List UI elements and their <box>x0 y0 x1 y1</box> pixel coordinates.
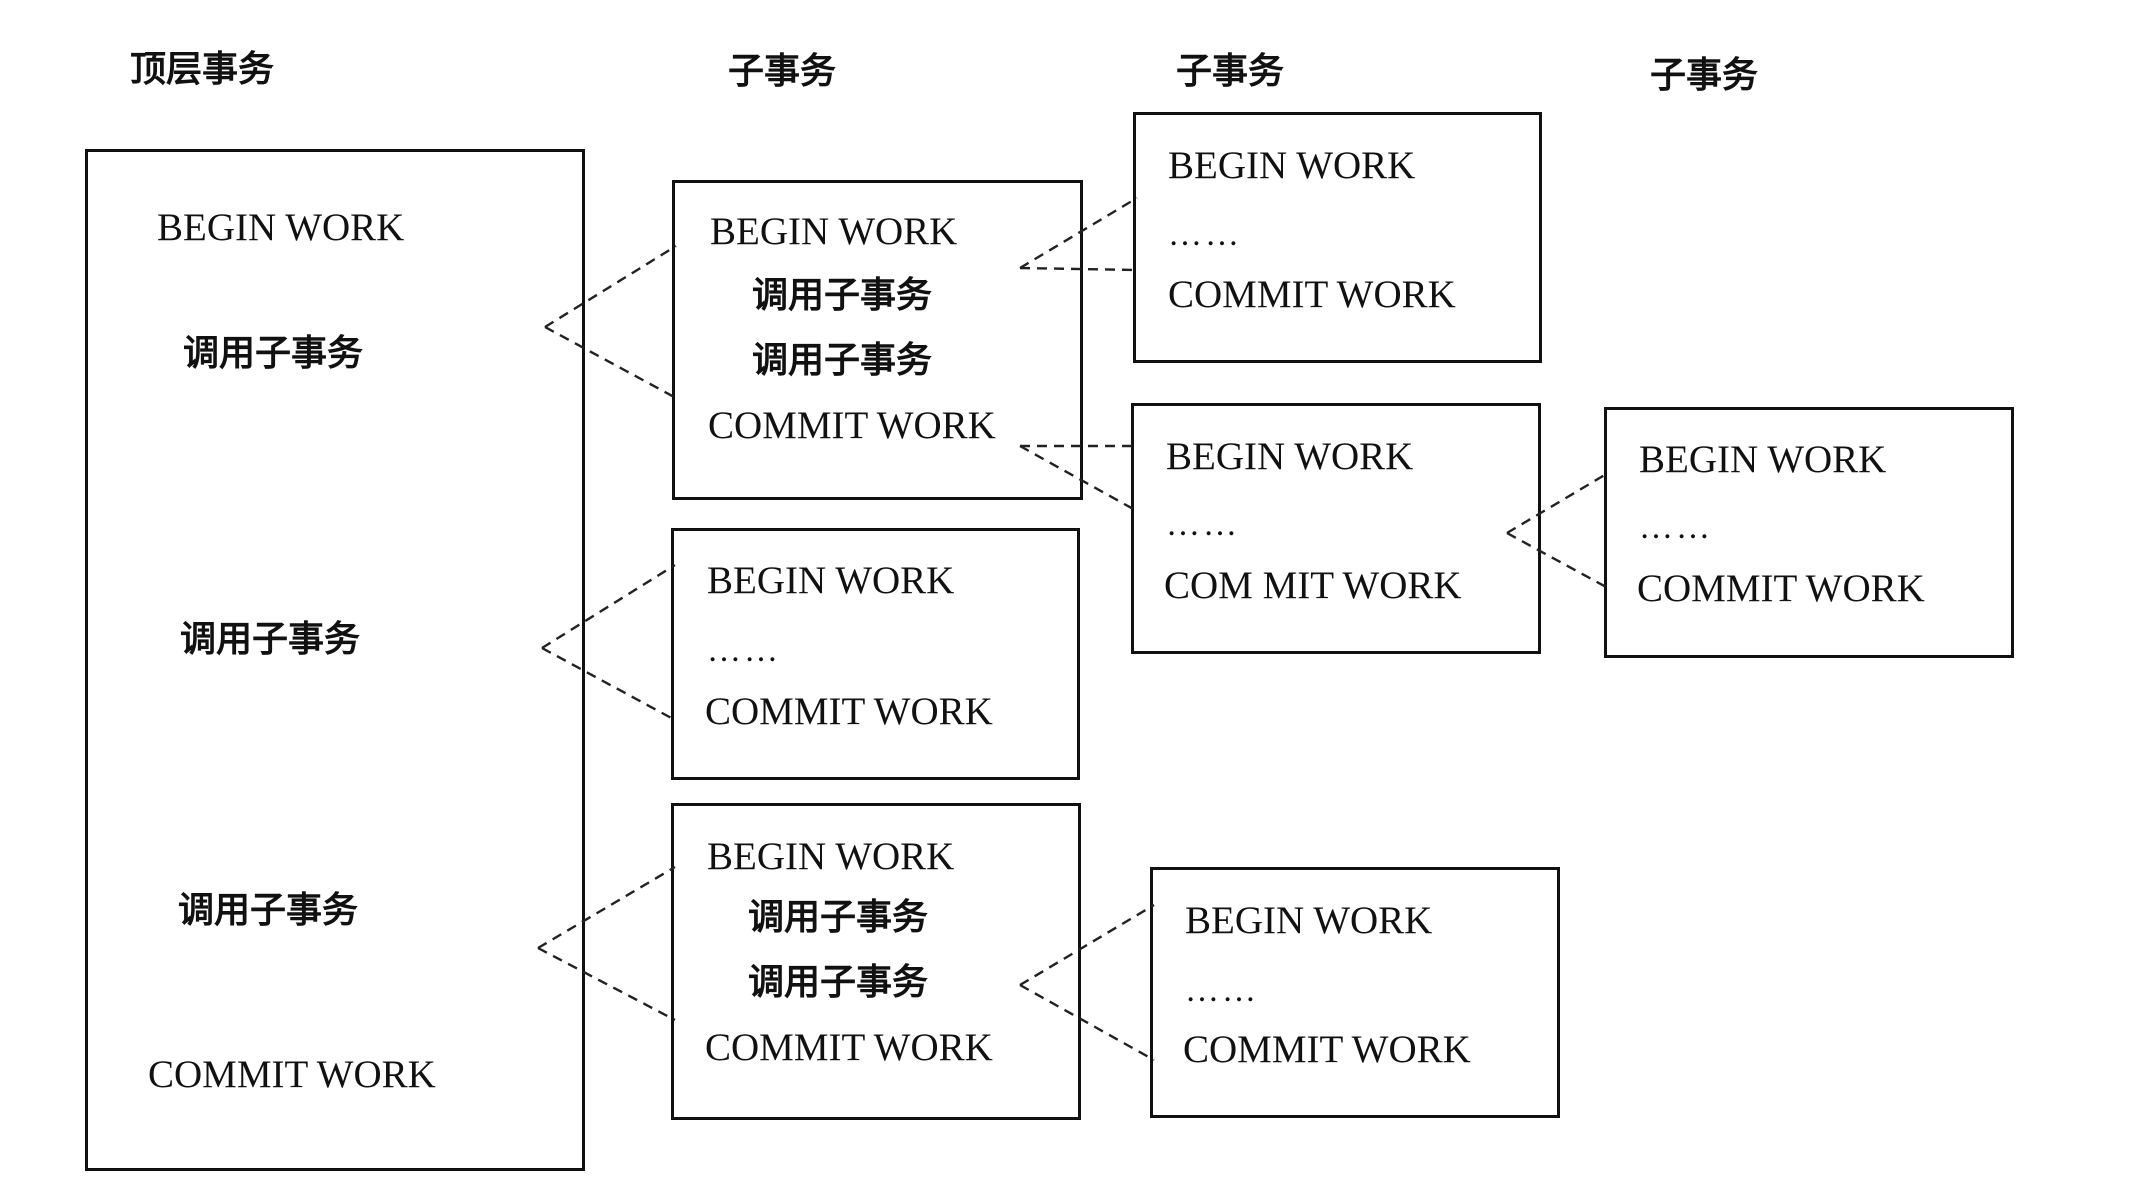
sub-a-call-subtransaction-2: 调用子事务 <box>752 340 933 381</box>
sub-c1-commit-work: COMMIT WORK <box>1183 1028 1471 1071</box>
sub-a2x-begin-work: BEGIN WORK <box>1639 438 1887 481</box>
top-transaction-box <box>85 149 585 1171</box>
sub-b-ellipsis: …… <box>707 632 781 669</box>
sub-transaction-a1-box <box>1133 112 1542 363</box>
sub-c-call-subtransaction-2: 调用子事务 <box>748 962 929 1003</box>
sub-c-commit-work: COMMIT WORK <box>705 1026 993 1069</box>
sub-a-commit-work: COMMIT WORK <box>708 404 996 447</box>
sub-a2-begin-work: BEGIN WORK <box>1166 435 1414 478</box>
sub-a1-ellipsis: …… <box>1168 216 1242 253</box>
header-level3: 子事务 <box>1650 55 1759 96</box>
sub-c-begin-work: BEGIN WORK <box>707 835 955 878</box>
sub-c1-begin-work: BEGIN WORK <box>1185 899 1433 942</box>
sub-transaction-a2-box <box>1131 403 1541 654</box>
header-top-level: 顶层事务 <box>130 49 275 90</box>
header-level2: 子事务 <box>1176 51 1285 92</box>
top-call-subtransaction-3: 调用子事务 <box>178 890 359 931</box>
sub-c-call-subtransaction-1: 调用子事务 <box>748 897 929 938</box>
sub-a-begin-work: BEGIN WORK <box>710 210 958 253</box>
sub-transaction-b-box <box>671 528 1080 780</box>
sub-transaction-a-box <box>672 180 1083 500</box>
sub-a1-commit-work: COMMIT WORK <box>1168 273 1456 316</box>
sub-c1-ellipsis: …… <box>1185 972 1259 1009</box>
top-call-subtransaction-1: 调用子事务 <box>183 333 364 374</box>
sub-a2-ellipsis: …… <box>1166 506 1240 543</box>
top-commit-work: COMMIT WORK <box>148 1053 436 1096</box>
top-call-subtransaction-2: 调用子事务 <box>180 619 361 660</box>
sub-a1-begin-work: BEGIN WORK <box>1168 144 1416 187</box>
sub-b-commit-work: COMMIT WORK <box>705 690 993 733</box>
top-begin-work: BEGIN WORK <box>157 206 405 249</box>
sub-a2x-ellipsis: …… <box>1639 509 1713 546</box>
sub-transaction-c-box <box>671 803 1081 1120</box>
sub-a-call-subtransaction-1: 调用子事务 <box>752 275 933 316</box>
sub-a2-commit-work: COM MIT WORK <box>1164 564 1462 607</box>
sub-a2x-commit-work: COMMIT WORK <box>1637 567 1925 610</box>
header-level1: 子事务 <box>728 51 837 92</box>
sub-transaction-c1-box <box>1150 867 1560 1118</box>
sub-b-begin-work: BEGIN WORK <box>707 559 955 602</box>
